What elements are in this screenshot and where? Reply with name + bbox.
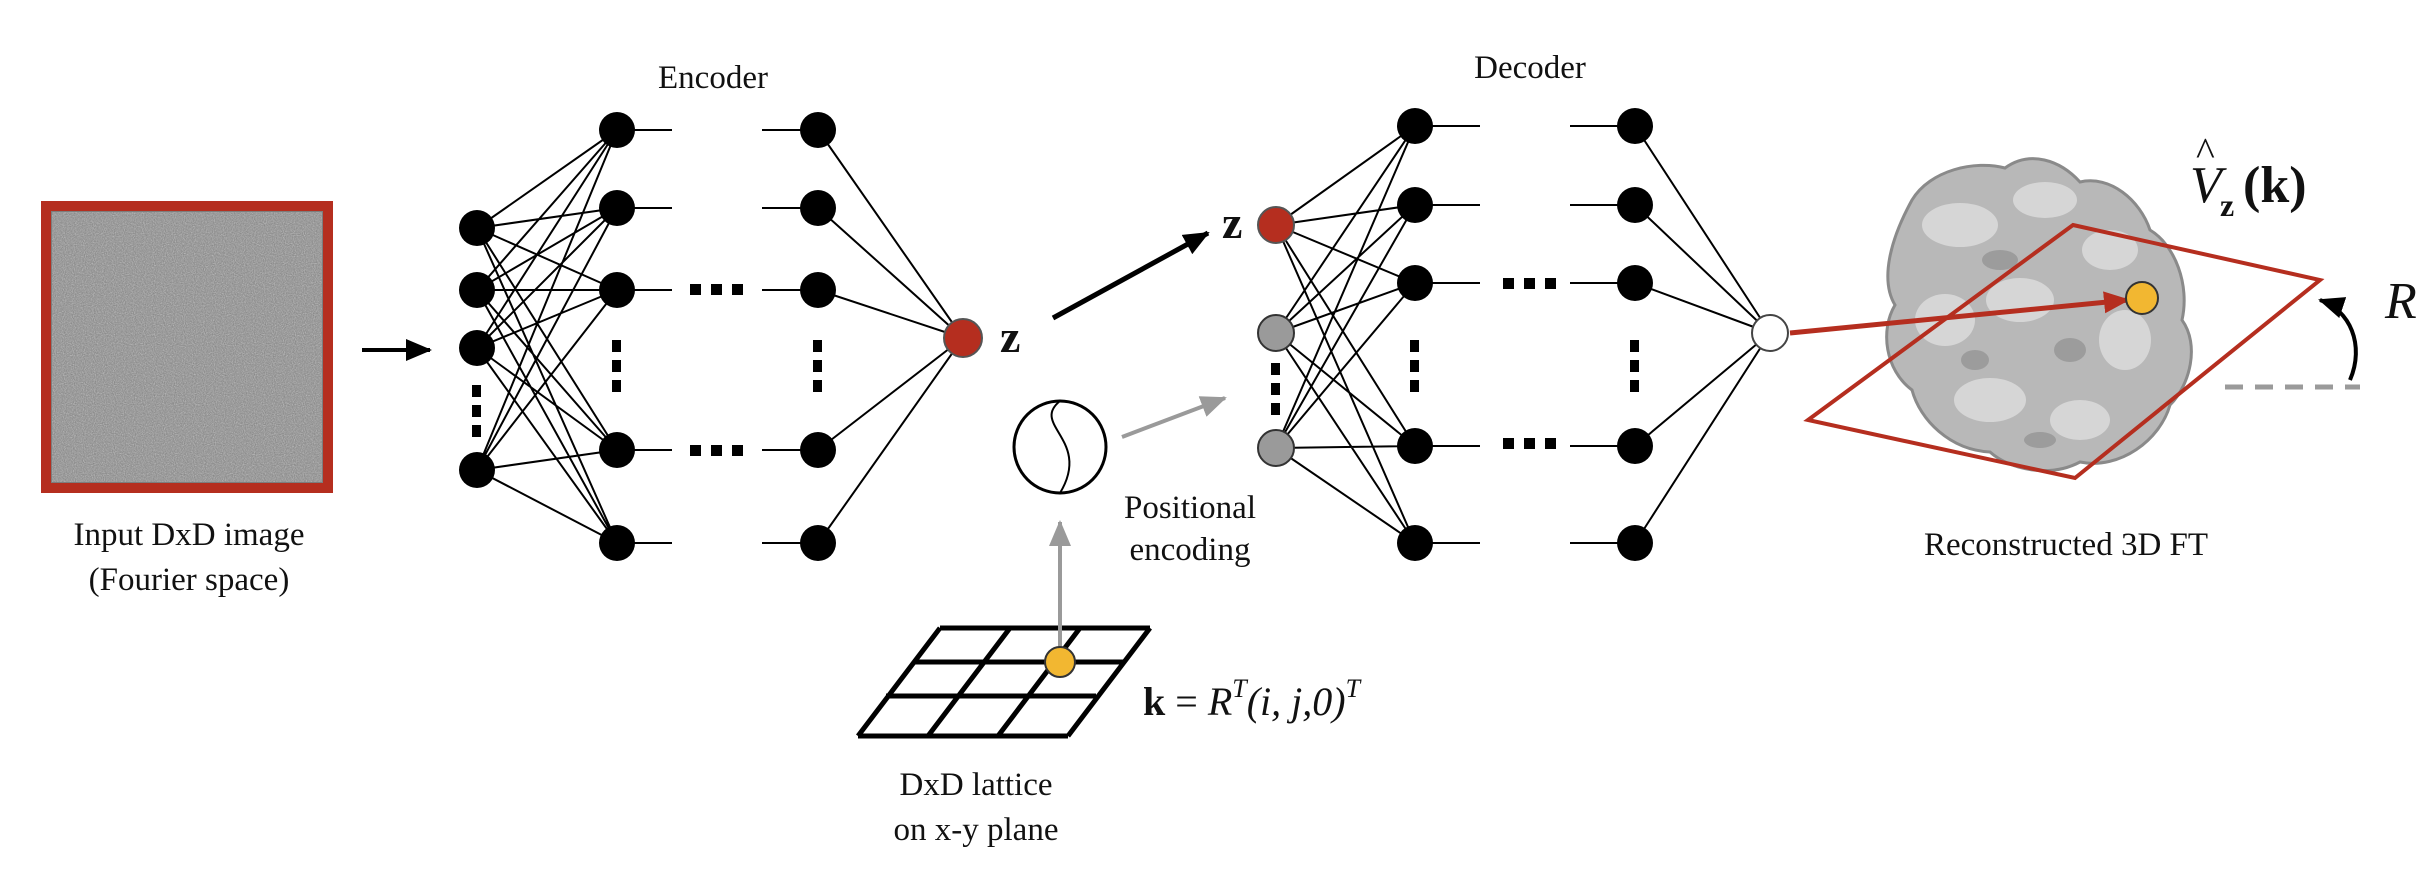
decoder-layer-2-vdots <box>1410 340 1419 392</box>
positional-encoding-label-line2: encoding <box>1130 532 1251 568</box>
decoder-node <box>1617 187 1653 223</box>
eq-sup2: T <box>1346 674 1362 703</box>
input-image <box>41 201 333 493</box>
lattice-caption-line1: DxD lattice <box>899 767 1052 803</box>
reconstruction-caption: Reconstructed 3D FT <box>1924 527 2208 563</box>
encoder-node <box>599 525 635 561</box>
decoder-output-node <box>1751 314 1789 352</box>
decoder-node <box>1617 265 1653 301</box>
decoder-node <box>1397 187 1433 223</box>
eq-sup1: T <box>1232 674 1248 703</box>
volume-hat: ^ <box>2196 129 2215 174</box>
eq-k: k <box>1143 679 1166 724</box>
slice-sample-point <box>2125 281 2159 315</box>
lattice-caption-line2: on x-y plane <box>894 812 1059 848</box>
decoder-node <box>1617 108 1653 144</box>
eq-args: (i, j,0) <box>1247 679 1346 724</box>
slice-plane <box>1803 222 2325 481</box>
encoder-connections <box>476 129 964 544</box>
decoder-connections <box>1275 125 1771 544</box>
encoder-node <box>459 330 495 366</box>
input-image-noise <box>52 212 322 482</box>
encoder-node <box>800 432 836 468</box>
reconstructed-volume <box>1885 157 2193 473</box>
encoder-node <box>599 432 635 468</box>
encoder-node <box>459 272 495 308</box>
decoder-node <box>1617 428 1653 464</box>
encoder-node <box>599 112 635 148</box>
encoder-title: Encoder <box>658 60 768 96</box>
decoder-hdots <box>1503 278 1556 449</box>
encoder-layer-2-vdots <box>612 340 621 392</box>
encoder-node <box>459 210 495 246</box>
decoder-node <box>1397 525 1433 561</box>
pe-to-decoder-arrow <box>1121 396 1227 439</box>
decoder-node <box>1397 265 1433 301</box>
latent-to-decoder-arrow <box>1051 230 1210 321</box>
rotation-arrow <box>2318 297 2358 381</box>
decoder-node <box>1397 108 1433 144</box>
encoder-node <box>599 190 635 226</box>
decoder-layer-2 <box>1397 108 1433 561</box>
eq-R: R <box>1207 679 1232 724</box>
encoder-layer-2 <box>599 112 635 561</box>
eq-equals: = <box>1165 679 1208 724</box>
decoder-to-slice-arrow <box>1789 291 2130 336</box>
decoder-node <box>1397 428 1433 464</box>
decoder-title: Decoder <box>1474 50 1586 86</box>
input-caption-line1: Input DxD image <box>74 517 305 553</box>
decoder-coord-node <box>1257 314 1295 352</box>
lattice-grid <box>856 625 1152 739</box>
encoder-node <box>800 112 836 148</box>
encoder-node <box>459 452 495 488</box>
decoder-node <box>1617 525 1653 561</box>
positional-encoding-wave <box>1050 400 1071 494</box>
encoder-layer-3 <box>800 112 836 561</box>
lattice-sample-point <box>1044 646 1076 678</box>
latent-node <box>943 318 983 358</box>
encoder-node <box>800 272 836 308</box>
lattice-equation: k = RT(i, j,0)T <box>1143 674 1362 724</box>
encoder-node <box>599 272 635 308</box>
rotation-label: R <box>2384 273 2417 330</box>
encoder-hdots <box>690 284 743 456</box>
volume-argument: (k) <box>2243 157 2307 214</box>
decoder-input-vdots <box>1271 363 1280 415</box>
decoder-layer-3-vdots <box>1630 340 1639 392</box>
decoder-latent-node <box>1257 206 1295 244</box>
decoder-layer-3 <box>1617 108 1653 561</box>
positional-encoding-icon <box>1012 399 1108 495</box>
encoder-layer-3-vdots <box>813 340 822 392</box>
encoder-node <box>800 190 836 226</box>
volume-subscript: z <box>2220 187 2234 223</box>
decoder-coord-node <box>1257 429 1295 467</box>
encoder-layer-1 <box>459 210 495 488</box>
volume-symbol: V <box>2190 157 2227 214</box>
latent-label: z <box>1000 311 1020 362</box>
decoder-latent-label: z <box>1222 197 1242 248</box>
encoder-layer-1-vdots <box>472 385 481 437</box>
positional-encoding-label-line1: Positional <box>1124 490 1256 526</box>
input-caption-line2: (Fourier space) <box>89 562 290 598</box>
encoder-node <box>800 525 836 561</box>
